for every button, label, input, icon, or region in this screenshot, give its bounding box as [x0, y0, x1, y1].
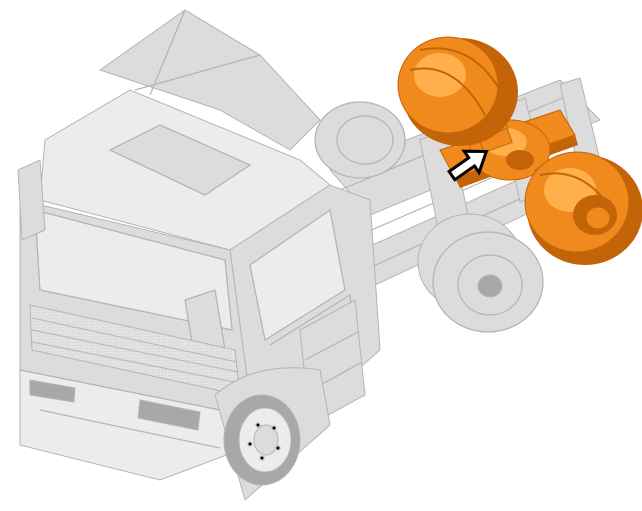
front-wheel [214, 367, 331, 501]
truck-cab [17, 9, 381, 481]
rear-axle-left-dual-wheel [397, 36, 518, 146]
arrow-icon [447, 149, 489, 182]
rear-left-tandem-wheel [314, 101, 406, 179]
rear-right-wheel-pair [417, 213, 544, 333]
rear-axle-right-dual-wheel [524, 151, 642, 265]
